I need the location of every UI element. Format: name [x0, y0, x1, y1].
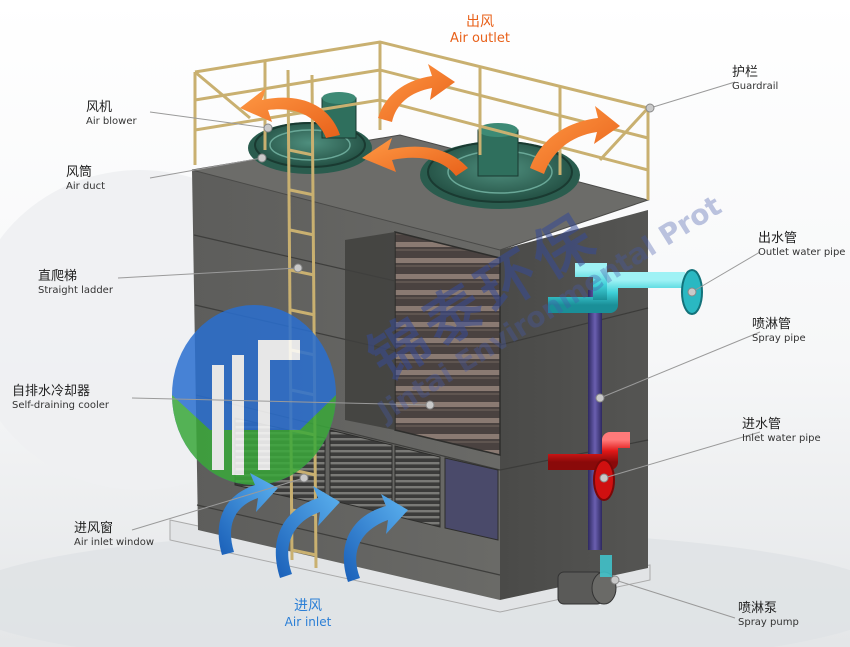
- label-straight-ladder: 直爬梯 Straight ladder: [38, 269, 113, 296]
- label-air-inlet-window-cn: 进风窗: [74, 521, 114, 536]
- spray-pump: [557, 555, 617, 605]
- label-inlet-water-pipe: 进水管 Inlet water pipe: [742, 417, 821, 444]
- air-outlet-en: Air outlet: [450, 30, 510, 46]
- label-guardrail-en: Guardrail: [732, 80, 779, 92]
- air-inlet-arrow-3: [343, 494, 408, 582]
- label-air-duct: 风筒 Air duct: [66, 165, 106, 192]
- guardrail-frame: [193, 40, 650, 200]
- access-door: [444, 457, 499, 541]
- label-guardrail-cn: 护栏: [732, 65, 759, 80]
- label-self-draining-cooler-en: Self-draining cooler: [12, 399, 109, 411]
- label-air-duct-cn: 风筒: [66, 165, 93, 180]
- label-spray-pipe: 喷淋管 Spray pipe: [752, 317, 806, 344]
- label-outlet-water-pipe-en: Outlet water pipe: [758, 246, 846, 258]
- leader-lines: [117, 81, 761, 619]
- air-inlet-arrows: [218, 473, 408, 582]
- label-straight-ladder-cn: 直爬梯: [38, 269, 78, 284]
- air-outlet-title: 出风 Air outlet: [430, 14, 530, 46]
- outlet-water-pipe: [548, 272, 685, 313]
- label-guardrail: 护栏 Guardrail: [732, 65, 779, 92]
- label-air-inlet-window-en: Air inlet window: [74, 536, 154, 548]
- air-outlet-arrows: [240, 64, 620, 176]
- inlet-water-pipe: [548, 432, 630, 470]
- air-inlet-cn: 进风: [294, 598, 322, 614]
- label-self-draining-cooler: 自排水冷却器 Self-draining cooler: [12, 384, 109, 411]
- air-outlet-arrow-3: [362, 138, 468, 176]
- spray-pipe: [588, 290, 602, 550]
- label-inlet-water-pipe-cn: 进水管: [742, 417, 782, 432]
- watermark-logo: [172, 305, 336, 485]
- label-inlet-water-pipe-en: Inlet water pipe: [742, 432, 821, 444]
- air-inlet-en: Air inlet: [284, 614, 332, 629]
- air-outlet-cn: 出风: [466, 14, 494, 30]
- label-air-inlet-window: 进风窗 Air inlet window: [74, 521, 154, 548]
- label-spray-pump-en: Spray pump: [738, 616, 799, 628]
- label-spray-pipe-en: Spray pipe: [752, 332, 806, 344]
- air-outlet-arrow-2: [378, 64, 455, 122]
- air-outlet-arrow-1: [240, 88, 340, 138]
- air-inlet-arrow-1: [218, 473, 278, 555]
- label-spray-pump-cn: 喷淋泵: [738, 601, 778, 616]
- label-spray-pipe-cn: 喷淋管: [752, 317, 792, 332]
- label-air-blower-en: Air blower: [86, 115, 137, 127]
- label-air-blower-cn: 风机: [86, 100, 113, 115]
- label-spray-pump: 喷淋泵 Spray pump: [738, 601, 799, 628]
- fan-motor-right: [477, 129, 519, 177]
- label-air-duct-en: Air duct: [66, 180, 106, 192]
- label-straight-ladder-en: Straight ladder: [38, 284, 113, 296]
- air-inlet-louver-2: [394, 445, 441, 528]
- label-self-draining-cooler-cn: 自排水冷却器: [12, 384, 91, 399]
- label-outlet-water-pipe: 出水管 Outlet water pipe: [758, 231, 846, 258]
- label-outlet-water-pipe-cn: 出水管: [758, 231, 798, 246]
- air-inlet-title: 进风 Air inlet: [262, 598, 354, 629]
- label-air-blower: 风机 Air blower: [86, 100, 137, 127]
- air-outlet-arrow-4: [530, 106, 620, 174]
- leader-dots: [257, 103, 697, 585]
- air-inlet-arrow-2: [275, 486, 340, 578]
